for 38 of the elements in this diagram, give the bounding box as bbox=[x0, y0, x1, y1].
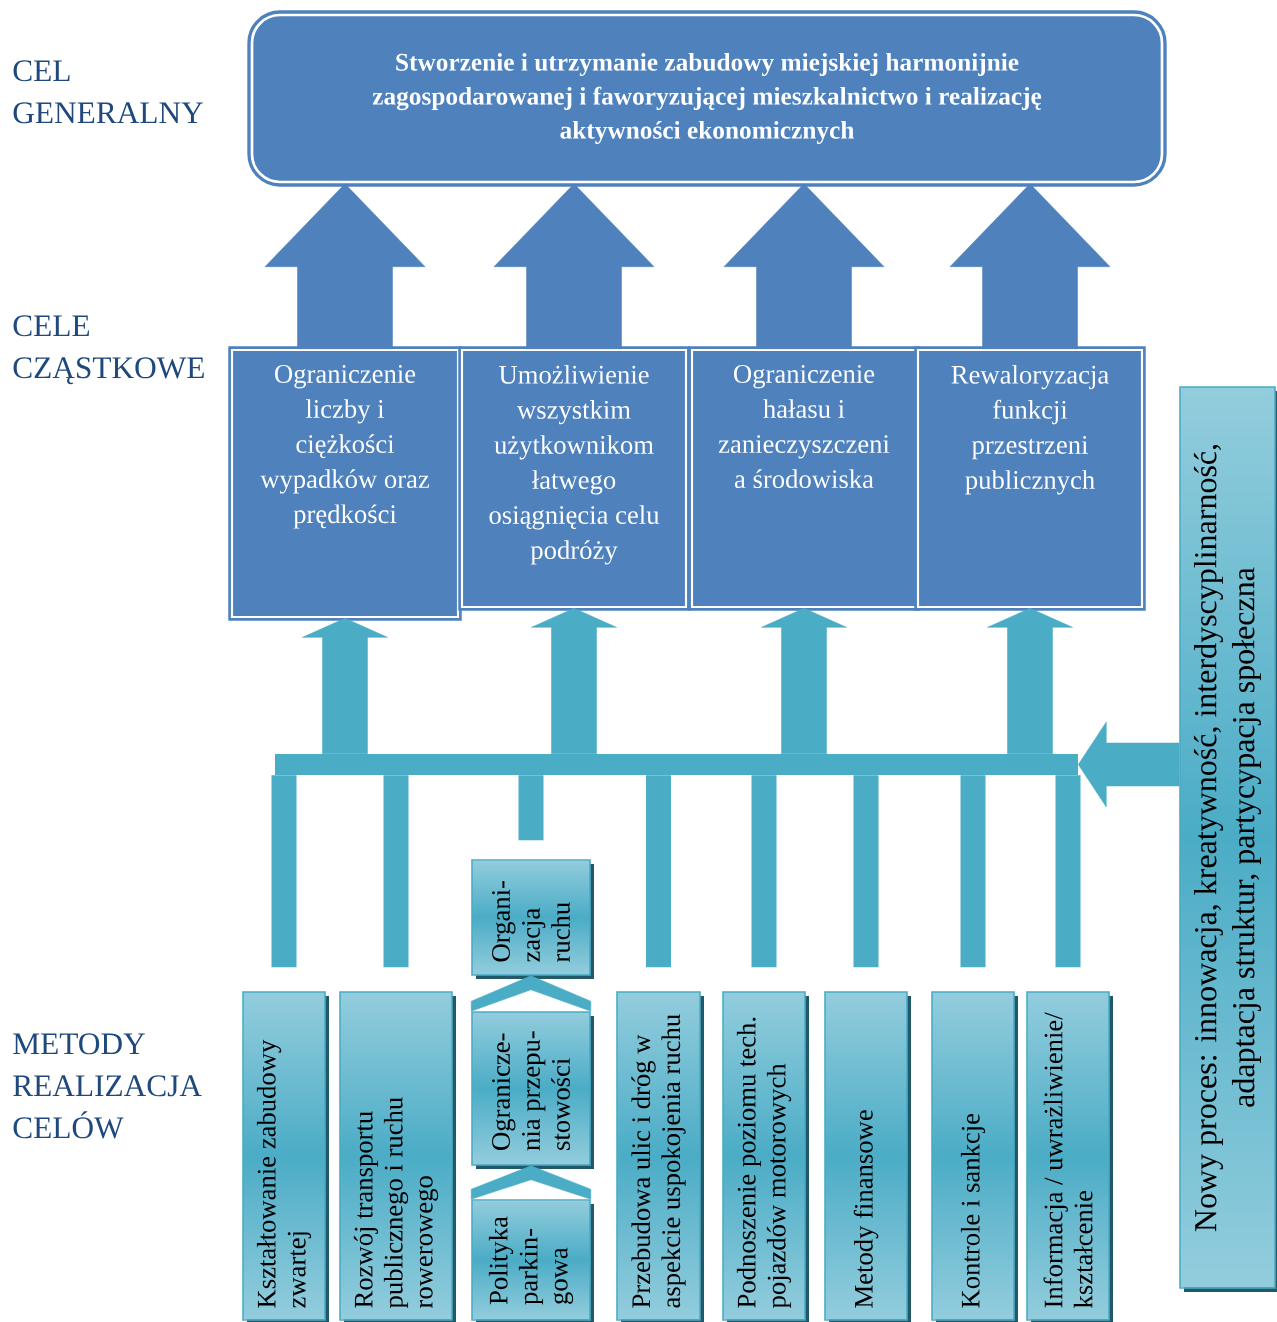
objective-box: Umożliwienie wszystkim użytkownikom łatwego osiągnięcia celu podróży bbox=[458, 346, 690, 611]
section-label: METODY REALIZACJA CELÓW bbox=[13, 1033, 202, 1139]
connector-line bbox=[751, 775, 777, 968]
block-arrow bbox=[949, 183, 1111, 349]
method-box: Ogranicze- nia przepu- stowości bbox=[471, 1011, 594, 1169]
arrow bbox=[531, 608, 617, 754]
method-box: Podnoszenie poziomu tech. pojazdów motorowych bbox=[722, 991, 809, 1322]
objective-box: Rewaloryzacja funkcji przestrzeni publicznych bbox=[914, 346, 1146, 611]
method-box: Kształtowanie zabudowy zwartej bbox=[242, 991, 329, 1322]
process-box: Nowy proces: innowacja, kreatywność, interdyscyplinarność, adaptacja struktur, partycypacja społeczna bbox=[1179, 386, 1277, 1292]
arrow bbox=[987, 608, 1073, 754]
connector-line bbox=[646, 775, 671, 968]
chevron bbox=[470, 1165, 592, 1200]
block-arrow bbox=[723, 183, 885, 349]
goal-box: Stworzenie i utrzymanie zabudowy miejskiej harmonijnie zagospodarowanej i faworyzującej mieszkalnictwo i realizację aktywności ekonomicznych bbox=[247, 10, 1167, 187]
block-arrow bbox=[493, 183, 655, 349]
connector-line bbox=[960, 775, 986, 968]
block-arrow bbox=[264, 183, 426, 349]
objective-box: Ograniczenie hałasu i zanieczyszczeni a środowiska bbox=[688, 346, 920, 611]
method-box: Przebudowa ulic i dróg w aspekcie uspokojenia ruchu bbox=[616, 991, 704, 1322]
connector-bar bbox=[275, 754, 1078, 775]
method-box: Organi- zacja ruchu bbox=[471, 859, 594, 979]
section-label: CELE CZĄSTKOWE bbox=[13, 315, 204, 385]
method-box: Polityka parkin- gowa bbox=[471, 1199, 594, 1322]
method-box: Rozwój transportu publicznego i ruchu rowerowego bbox=[339, 991, 456, 1322]
method-box: Kontrole i sankcje bbox=[931, 991, 1018, 1322]
connector-line bbox=[853, 775, 879, 968]
method-box: Metody finansowe bbox=[824, 991, 911, 1322]
objective-box: Ograniczenie liczby i ciężkości wypadków oraz prędkości bbox=[228, 346, 462, 621]
connector-line bbox=[518, 775, 544, 841]
block-arrow bbox=[1078, 721, 1180, 808]
arrow bbox=[761, 608, 847, 754]
arrow bbox=[302, 618, 388, 754]
chevron bbox=[470, 975, 592, 1012]
connector-line bbox=[383, 775, 409, 968]
method-box: Informacja / uwrażliwienie/ kształcenie bbox=[1026, 991, 1113, 1322]
section-label: CEL GENERALNY bbox=[13, 60, 203, 124]
connector-line bbox=[271, 775, 297, 968]
